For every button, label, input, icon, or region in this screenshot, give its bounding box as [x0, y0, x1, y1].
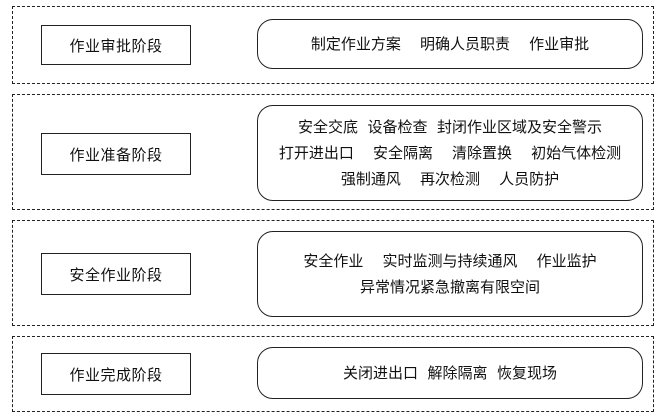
stage-preparation: 作业准备阶段 安全交底 设备检查 封闭作业区域及安全警示 打开进出口 安全隔离 …: [12, 94, 654, 210]
stage-content-approval: 制定作业方案 明确人员职责 作业审批: [257, 19, 643, 69]
stage-approval: 作业审批阶段 制定作业方案 明确人员职责 作业审批: [12, 6, 654, 84]
stage-label-safe-operation: 安全作业阶段: [41, 253, 191, 295]
stage-content-preparation: 安全交底 设备检查 封闭作业区域及安全警示 打开进出口 安全隔离 清除置换 初始…: [257, 105, 643, 201]
stage-label-preparation: 作业准备阶段: [41, 133, 191, 175]
stage-label-approval: 作业审批阶段: [41, 25, 191, 65]
stage-completion-line-1: 关闭进出口 解除隔离 恢复现场: [342, 364, 558, 382]
stage-safe-operation: 安全作业阶段 安全作业 实时监测与持续通风 作业监护 异常情况紧急撤离有限空间: [12, 220, 654, 326]
stage-content-safe-operation: 安全作业 实时监测与持续通风 作业监护 异常情况紧急撤离有限空间: [257, 231, 643, 317]
stage-approval-line-1: 制定作业方案 明确人员职责 作业审批: [310, 35, 590, 53]
stage-completion: 作业完成阶段 关闭进出口 解除隔离 恢复现场: [12, 336, 654, 412]
stage-label-completion: 作业完成阶段: [41, 353, 191, 395]
stage-preparation-line-2: 打开进出口 安全隔离 清除置换 初始气体检测: [278, 144, 622, 162]
stage-content-completion: 关闭进出口 解除隔离 恢复现场: [257, 347, 643, 399]
stage-preparation-line-3: 强制通风 再次检测 人员防护: [340, 170, 560, 188]
stage-safe-operation-line-2: 异常情况紧急撤离有限空间: [359, 278, 540, 296]
stage-preparation-line-1: 安全交底 设备检查 封闭作业区域及安全警示: [297, 118, 603, 136]
stage-safe-operation-line-1: 安全作业 实时监测与持续通风 作业监护: [303, 252, 597, 270]
